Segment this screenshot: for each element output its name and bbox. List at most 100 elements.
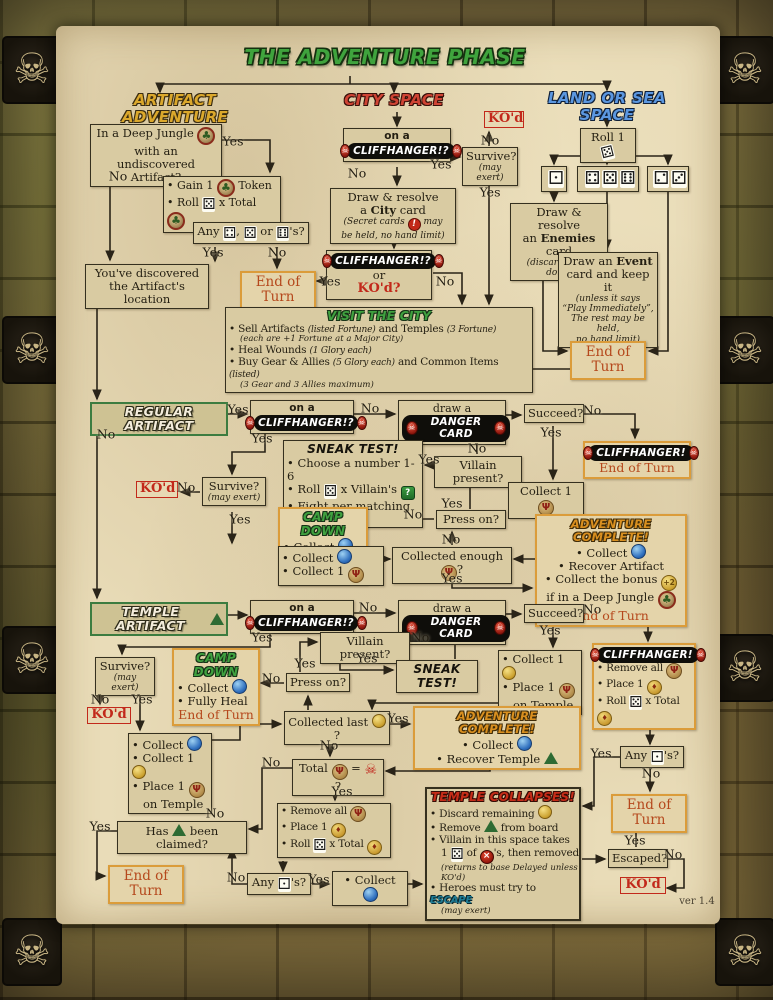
die-icon: [324, 483, 338, 499]
node-total-equals-question: Total = ?: [292, 759, 384, 796]
flow-label: Yes: [229, 511, 251, 527]
node-any-ones-question: Any 's?: [620, 746, 684, 768]
node-end-of-turn: End of Turn: [570, 341, 646, 380]
d4-icon: [584, 170, 601, 188]
node-press-on-question: Press on?: [436, 510, 506, 529]
tblue-icon: [187, 736, 203, 751]
node-end-of-turn: End of Turn: [240, 271, 316, 310]
tidol-icon: [366, 840, 382, 855]
flow-label: No: [176, 479, 196, 495]
column-header-city-space: City Space: [344, 91, 444, 109]
flow-label: Yes: [479, 184, 501, 200]
d2-icon: [653, 170, 669, 188]
flow-label: No: [108, 168, 128, 184]
d1-icon: [548, 170, 564, 188]
skullpill-icon: [406, 621, 418, 636]
node-succeed-question: Succeed?: [524, 604, 584, 623]
flow-label: Yes: [539, 622, 561, 638]
skullpill-icon: [433, 254, 444, 268]
flow-label: No: [261, 754, 281, 770]
flow-label: Yes: [308, 871, 330, 887]
flow-label: Yes: [356, 650, 378, 666]
node-roll-one-die: Roll 1: [580, 128, 636, 163]
flow-label: No: [435, 273, 455, 289]
node-visit-the-city: Visit the City• Sell Artifacts (listed F…: [225, 307, 533, 394]
skullpill-icon: [245, 615, 256, 630]
node-kod: KO'd: [87, 707, 131, 724]
tart-icon: [331, 764, 348, 780]
flow-label: Yes: [441, 495, 463, 511]
node-collected-last-question: Collected last ?: [284, 711, 390, 745]
node-escaped-question: Escaped?: [608, 849, 668, 868]
flow-label: Yes: [294, 655, 316, 671]
node-adventure-complete-temple: Adventure Complete!• Collect • Recover T…: [413, 706, 581, 770]
node-die-face-1: [541, 166, 567, 192]
die-icon: [450, 847, 464, 863]
flow-label: No: [261, 670, 281, 686]
node-remove-all-roll: • Remove all • Place 1 • Roll x Total: [277, 803, 391, 858]
die-icon: [313, 838, 327, 853]
vdie-icon: [400, 485, 415, 500]
jungle-icon: [167, 212, 185, 230]
flow-label: Yes: [227, 401, 249, 417]
node-collected-enough-question: Collected enough ?: [392, 547, 512, 584]
secret-icon: [407, 217, 421, 231]
dietilt-icon: [599, 143, 617, 162]
skull-icon: ☠: [715, 918, 773, 986]
node-survive-question: Survive?(may exert): [202, 477, 266, 507]
tblue-icon: [362, 886, 378, 902]
temple-icon: [172, 824, 187, 836]
tblue-icon: [232, 679, 248, 695]
skull-icon: ☠: [715, 634, 773, 702]
flow-label: No: [267, 244, 287, 260]
jungle-icon: [216, 179, 235, 197]
node-kod: KO'd: [620, 877, 666, 894]
tidol-icon: [597, 711, 612, 726]
column-header-land-or-sea-space: Land or Sea Space: [548, 89, 666, 124]
node-die-faces-23: [647, 166, 689, 192]
jungle-icon: [657, 590, 676, 609]
node-end-of-turn: End of Turn: [611, 794, 687, 833]
flow-label: No: [467, 440, 487, 456]
flow-label: No: [226, 869, 246, 885]
d3-icon: [671, 170, 687, 188]
skullpill-icon: [494, 621, 506, 636]
node-villain-present-question: Villain present?: [434, 456, 522, 488]
flow-label: No: [347, 165, 367, 181]
flow-label: No: [358, 599, 378, 615]
temple-icon: [210, 613, 224, 626]
flow-label: No: [403, 506, 423, 522]
node-succeed-question: Succeed?: [524, 404, 584, 423]
flow-label: Yes: [251, 629, 273, 645]
flow-label: No: [96, 426, 116, 442]
node-regular-artifact-header: Regular Artifact: [90, 402, 228, 437]
node-collect-tokens: • Collect • Collect 1: [278, 546, 384, 586]
flow-label: Yes: [590, 745, 612, 761]
node-draw-danger-card: draw aDanger Card: [398, 400, 510, 445]
skullpill-icon: [583, 446, 594, 460]
d4-icon: [223, 226, 237, 241]
skull-icon: ☠: [2, 918, 62, 986]
tart-icon: [350, 806, 367, 822]
jungle-icon: [197, 127, 216, 145]
node-press-on-question: Press on?: [286, 673, 350, 692]
tart-icon: [348, 566, 365, 583]
tart-icon: [440, 564, 457, 581]
skullpill-icon: [695, 648, 706, 662]
tart-icon: [666, 663, 683, 679]
skullpill-icon: [356, 615, 367, 630]
tblue-icon: [517, 735, 533, 751]
node-collect-one-artifact: Collect 1: [508, 482, 584, 519]
skullpill-icon: [688, 446, 699, 460]
tidol-icon: [330, 823, 346, 838]
node-survive-question: Survive?(may exert): [95, 657, 155, 697]
flow-label: Yes: [540, 424, 562, 440]
node-kod: KO'd: [484, 111, 524, 128]
flow-label: No: [641, 765, 661, 781]
skullpill-icon: [494, 421, 506, 436]
node-temple-collapses: Temple Collapses!• Discard remaining • R…: [425, 787, 581, 921]
node-collect-place-on-temple: • Collect 1 • Place 1 on Temple: [498, 650, 582, 715]
